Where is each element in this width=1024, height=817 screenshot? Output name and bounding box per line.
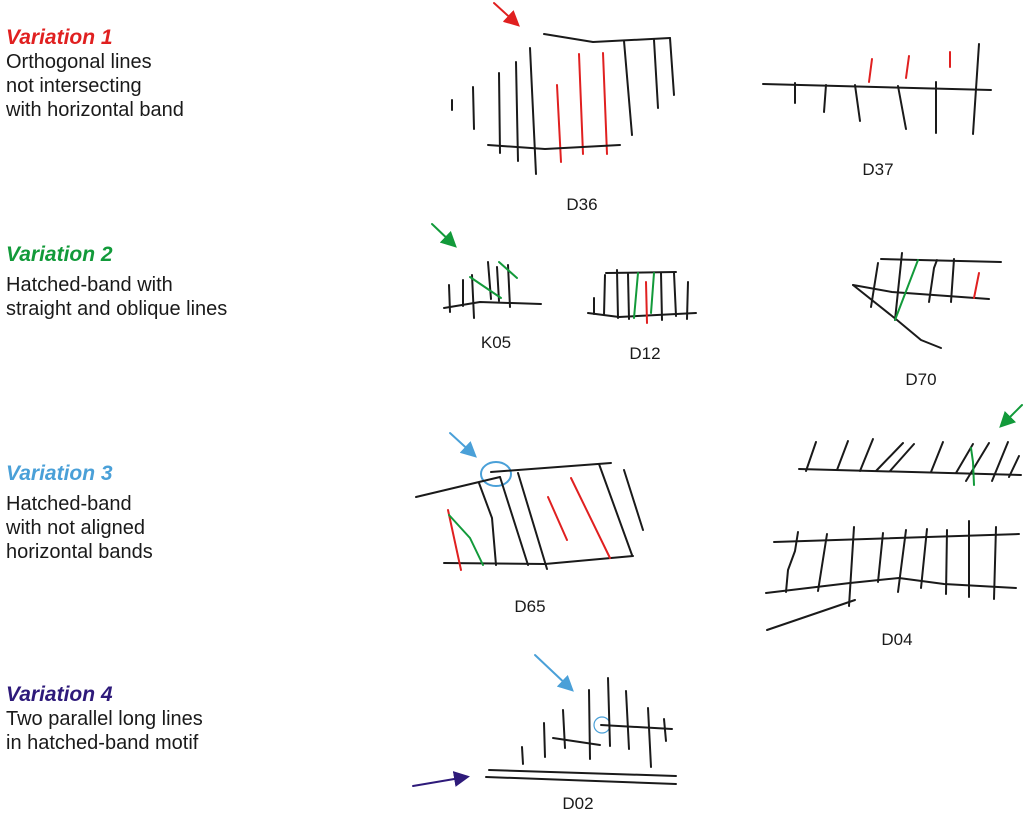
label-d36: D36 xyxy=(566,195,598,214)
variation-2-title: Variation 2 xyxy=(6,243,113,266)
motif-d36 xyxy=(451,2,675,175)
green-arrow xyxy=(999,404,1023,428)
variation-1-title: Variation 1 xyxy=(6,26,113,49)
variation-3-description: Hatched-band with not aligned horizontal… xyxy=(6,493,153,563)
motif-d12 xyxy=(587,269,697,324)
label-d70: D70 xyxy=(905,370,937,389)
variation-3-block: Variation 3 Hatched-band with not aligne… xyxy=(6,462,153,564)
blue-arrow xyxy=(534,654,574,692)
highlight-circle xyxy=(480,461,512,487)
variation-1-block: Variation 1 Orthogonal lines not interse… xyxy=(6,26,184,122)
upper-band xyxy=(543,33,671,43)
label-d65: D65 xyxy=(514,597,546,616)
motif-d04 xyxy=(765,404,1023,631)
label-d04: D04 xyxy=(881,630,913,649)
motif-d65 xyxy=(415,432,644,571)
motif-d70 xyxy=(852,252,1002,349)
motif-k05 xyxy=(431,223,542,319)
label-d12: D12 xyxy=(629,344,661,363)
label-d37: D37 xyxy=(862,160,894,179)
variation-1-description: Orthogonal lines not intersecting with h… xyxy=(6,51,184,121)
lower-band xyxy=(487,144,621,150)
red-arrow xyxy=(493,2,520,27)
variation-4-title: Variation 4 xyxy=(6,683,113,706)
label-k05: K05 xyxy=(480,333,512,352)
variation-4-description: Two parallel long lines in hatched-band … xyxy=(6,708,203,754)
variation-2-block: Variation 2 Hatched-band with straight a… xyxy=(6,243,227,321)
motif-d02 xyxy=(412,654,677,787)
variation-4-block: Variation 4 Two parallel long lines in h… xyxy=(6,683,203,755)
label-d02: D02 xyxy=(562,794,594,813)
blue-arrow xyxy=(449,432,477,458)
variation-2-description: Hatched-band with straight and oblique l… xyxy=(6,274,228,320)
variation-3-title: Variation 3 xyxy=(6,462,113,485)
green-arrow xyxy=(431,223,457,248)
purple-arrow xyxy=(412,771,470,787)
band xyxy=(762,83,992,91)
motif-d37 xyxy=(762,43,992,135)
